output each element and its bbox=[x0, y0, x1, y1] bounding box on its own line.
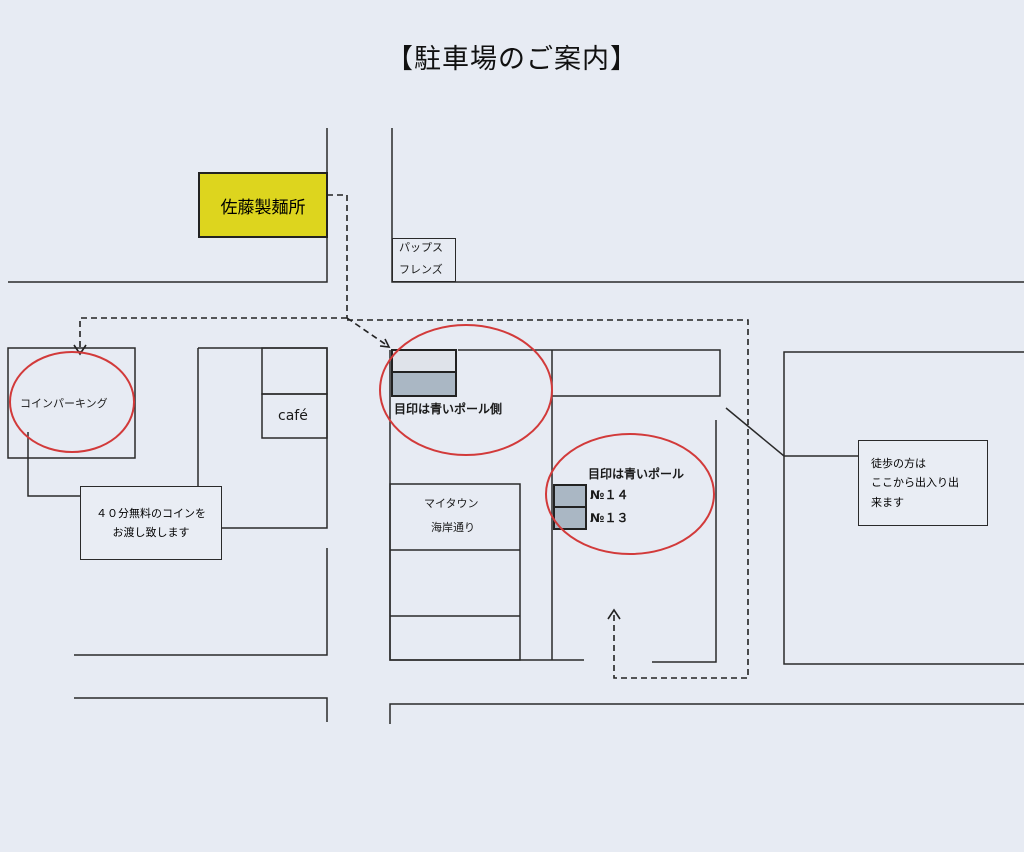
walk-note-line1: 徒歩の方は bbox=[871, 457, 926, 471]
pups-friends-line1: パップス bbox=[399, 241, 443, 254]
coin-parking-label: コインパーキング bbox=[20, 397, 108, 410]
coin-note-box: ４０分無料のコインを お渡し致します bbox=[80, 486, 222, 560]
shop-box: 佐藤製麺所 bbox=[198, 172, 328, 238]
walk-note-line3: 来ます bbox=[871, 495, 904, 509]
middle-top-strip bbox=[458, 349, 721, 397]
slot-no13-label: №１３ bbox=[590, 511, 629, 525]
mark-blue-pole-side: 目印は青いポール側 bbox=[394, 402, 503, 416]
route-to-middle-lot bbox=[346, 317, 389, 347]
route-shop-to-street bbox=[327, 194, 348, 318]
top-right-block-edge bbox=[391, 128, 1024, 283]
coin-parking-lot bbox=[7, 347, 136, 459]
coin-note-line2: お渡し致します bbox=[112, 526, 190, 539]
lower-left-block-edge bbox=[74, 548, 328, 656]
circle-right-lot bbox=[545, 433, 715, 555]
circle-coin-parking bbox=[9, 351, 135, 453]
parking-slot-left-bottom bbox=[391, 371, 457, 397]
coin-note-line1: ４０分無料のコインを bbox=[96, 506, 206, 520]
arrow-head-up bbox=[607, 608, 621, 620]
mark-blue-pole: 目印は青いポール bbox=[588, 467, 685, 481]
mytown-building bbox=[389, 483, 521, 661]
right-lot-edge bbox=[652, 420, 717, 663]
cafe-label: café bbox=[278, 408, 308, 424]
cafe-box bbox=[261, 393, 328, 439]
arrow-head-coin bbox=[73, 344, 87, 356]
arrow-head-middle bbox=[379, 338, 391, 348]
route-to-coin-parking bbox=[79, 317, 347, 352]
page-title: 【駐車場のご案内】 bbox=[386, 44, 638, 75]
cafe-shop-box bbox=[261, 347, 328, 395]
parking-slot-left-top bbox=[391, 349, 457, 373]
circle-middle-lot bbox=[379, 324, 553, 456]
walk-note-box: 徒歩の方は ここから出入り出 来ます bbox=[858, 440, 988, 526]
pups-friends-box bbox=[392, 238, 456, 282]
route-around-right-lot bbox=[347, 319, 749, 679]
walk-note-line2: ここから出入り出 bbox=[871, 476, 959, 490]
pups-friends-line2: フレンズ bbox=[399, 263, 443, 276]
shop-name: 佐藤製麺所 bbox=[220, 197, 306, 218]
parking-slot-no14 bbox=[553, 484, 587, 508]
walk-entry-pointer bbox=[725, 407, 858, 457]
right-block-edge bbox=[783, 351, 1024, 665]
mytown-line2: 海岸通り bbox=[431, 521, 475, 534]
coin-note-leader bbox=[27, 432, 80, 497]
bottom-road-edge bbox=[389, 703, 1024, 724]
slot-no14-label: №１４ bbox=[590, 488, 629, 502]
bottom-left-road-edge bbox=[74, 697, 328, 722]
mytown-line1: マイタウン bbox=[424, 497, 479, 510]
